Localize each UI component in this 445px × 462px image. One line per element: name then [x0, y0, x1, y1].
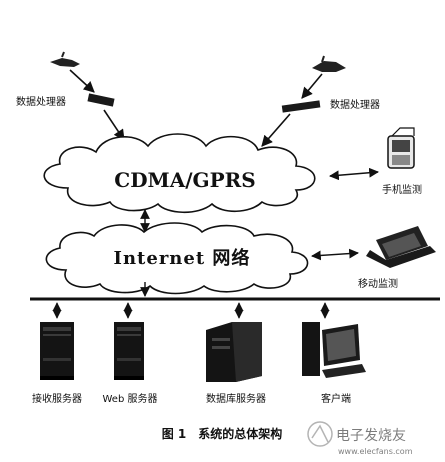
- watermark-logo-icon: [307, 421, 333, 447]
- figure-caption: 图 1 系统的总体架构: [162, 426, 283, 441]
- arrow-internet-laptop: [311, 248, 359, 261]
- client-pc: 客户端: [302, 322, 366, 405]
- mobile-monitor-label: 手机监测: [382, 183, 422, 196]
- laptop-icon: [366, 226, 436, 268]
- web-server-label: Web 服务器: [103, 392, 158, 405]
- watermark-text: 电子发烧友: [336, 428, 406, 444]
- arrow-antenna-to-processor-left: [69, 69, 95, 93]
- watermark: 电子发烧友 www.elecfans.com: [307, 421, 413, 456]
- arrow-antenna-to-processor-right: [301, 73, 323, 99]
- data-processor-left: 数据处理器: [16, 51, 115, 108]
- laptop-monitor-label: 移动监测: [358, 277, 398, 290]
- watermark-url: www.elecfans.com: [338, 447, 413, 456]
- server-tower-icon: [40, 322, 74, 380]
- antenna-left-icon: [50, 58, 80, 67]
- database-server-icon: [206, 322, 262, 382]
- arrow-processor-left-to-cdma: [103, 109, 125, 141]
- database-server-label: 数据库服务器: [206, 392, 266, 405]
- client-label: 客户端: [321, 392, 351, 405]
- data-processor-right: 数据处理器: [281, 55, 380, 113]
- server-tower-icon: [114, 322, 144, 380]
- cdma-gprs-cloud: CDMA/GPRS: [43, 133, 316, 214]
- mobile-phone-icon: [387, 127, 415, 169]
- cdma-gprs-label: CDMA/GPRS: [114, 168, 255, 192]
- processor-right-label: 数据处理器: [330, 98, 380, 111]
- internet-label: Internet 网络: [114, 247, 251, 269]
- receive-server-label: 接收服务器: [32, 392, 82, 405]
- database-server: 数据库服务器: [206, 322, 266, 405]
- receive-server: 接收服务器: [32, 322, 82, 405]
- processor-left-label: 数据处理器: [16, 95, 66, 108]
- arrow-cdma-mobile: [329, 167, 379, 181]
- processor-right-box: [281, 100, 321, 113]
- internet-cloud: Internet 网络: [45, 222, 309, 295]
- processor-left-box: [87, 93, 115, 107]
- mobile-phone-monitor: 手机监测: [382, 127, 422, 196]
- arrow-processor-right-to-cdma: [261, 113, 291, 147]
- web-server: Web 服务器: [103, 322, 158, 405]
- desktop-pc-icon: [302, 322, 366, 378]
- laptop-monitor: 移动监测: [358, 226, 436, 290]
- antenna-right-icon: [312, 61, 346, 72]
